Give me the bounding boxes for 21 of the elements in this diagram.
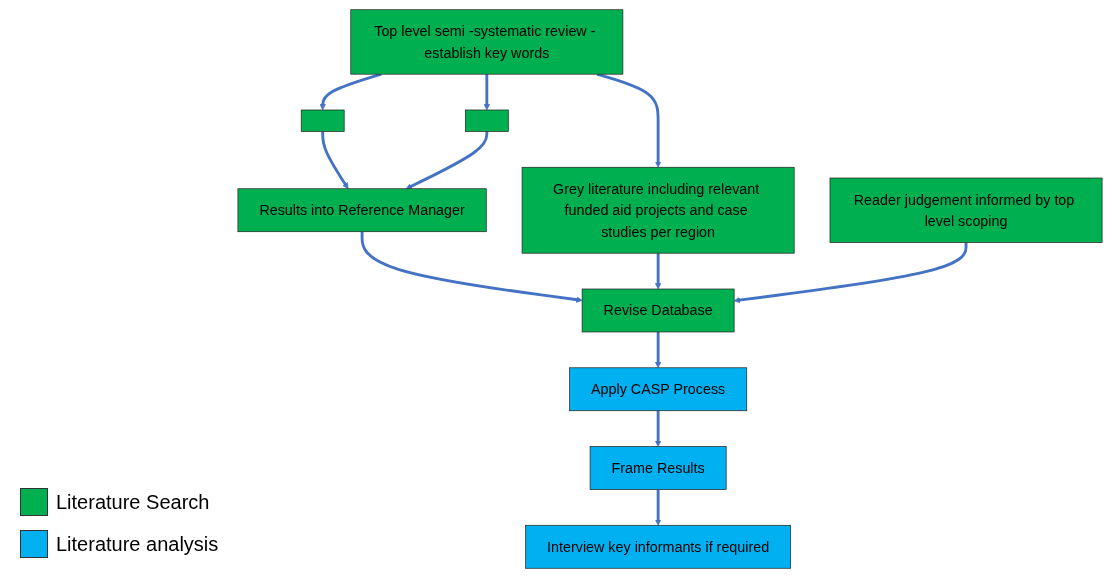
node-box: Reader judgement informed by top level scoping (829, 177, 1103, 243)
arrow (654, 410, 662, 447)
arrow (654, 489, 662, 526)
arrow (321, 131, 349, 190)
node-box: Apply CASP Process (569, 367, 748, 412)
node-box: Grey literature including relevant funded aid projects and case studies per region (521, 166, 795, 254)
legend-label: Literature analysis (56, 532, 219, 556)
node-box: Top level semi -systematic review - establish key words (350, 9, 624, 75)
node-box: Results into Reference Manager (237, 188, 487, 233)
arrow (733, 242, 968, 304)
arrow (483, 74, 490, 111)
node-box: Revise Database (581, 288, 735, 333)
arrow (360, 231, 583, 303)
node-box (465, 109, 509, 132)
arrow (654, 253, 662, 290)
node-box (300, 109, 345, 132)
node-box: Frame Results (589, 446, 727, 490)
node-box: Interview key informants if required (525, 524, 791, 569)
legend-label: Literature Search (56, 490, 210, 514)
arrow (405, 131, 489, 190)
arrow (654, 331, 662, 369)
